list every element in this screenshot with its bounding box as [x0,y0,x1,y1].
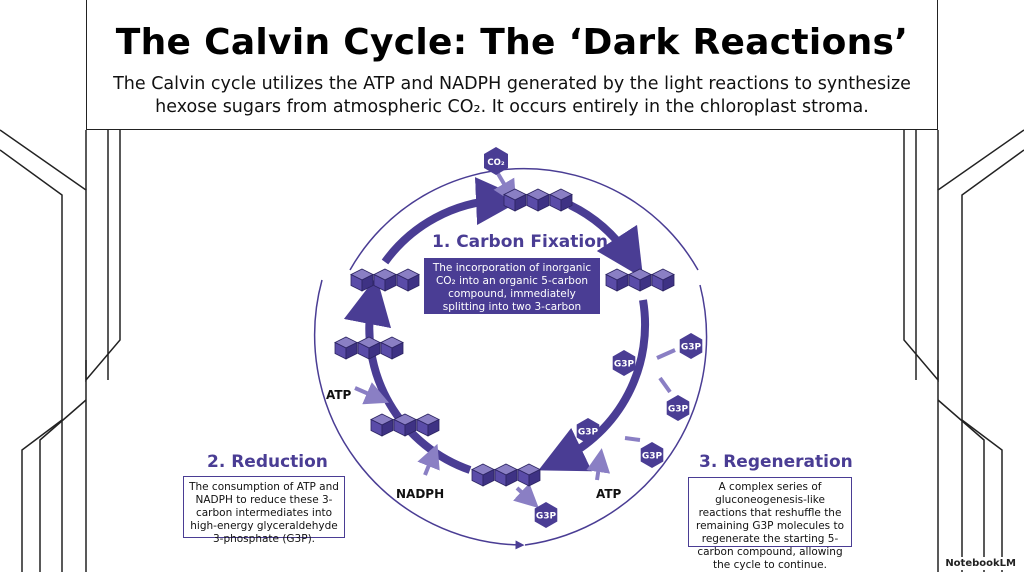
outer-ring [313,167,708,550]
fixation-description: The incorporation of inorganic CO₂ into … [424,258,600,326]
g3p-label: G3P [642,452,663,462]
chain-right [605,268,675,292]
header-panel: The Calvin Cycle: The ‘Dark Reactions’ T… [86,0,938,130]
chain-bottom [471,463,541,487]
co2-label: CO₂ [487,158,504,168]
g3p-label: G3P [614,360,635,370]
notebooklm-watermark: NotebookLM [941,557,1020,570]
reduction-title: 2. Reduction [207,452,328,472]
g3p-molecule: G3P [679,333,703,359]
page-title: The Calvin Cycle: The ‘Dark Reactions’ [115,22,909,63]
g3p-molecule: G3P [612,350,636,376]
g3p-molecule: G3P [576,418,600,444]
feeder-arrows [354,170,676,509]
g3p-molecule: G3P [640,442,664,468]
regeneration-title: 3. Regeneration [699,452,853,472]
molecule-chains [334,188,675,487]
g3p-molecules: G3P G3P G3P G3P G3P G3P [534,333,703,528]
reduction-description: The consumption of ATP and NADPH to redu… [183,476,345,545]
nadph-label: NADPH [396,487,445,501]
g3p-molecule: G3P [666,395,690,421]
chain-left [350,268,420,292]
atp-regen-label: ATP [596,487,622,501]
regeneration-description: A complex series of gluconeogenesis-like… [688,477,852,571]
chain-lower-left [370,413,440,437]
g3p-label: G3P [536,512,557,522]
g3p-label: G3P [681,343,702,353]
fixation-title: 1. Carbon Fixation [432,232,609,252]
g3p-label: G3P [578,428,599,438]
chain-top [503,188,573,212]
co2-molecule: CO₂ [484,147,508,175]
chain-mid-left [334,336,404,360]
atp-label: ATP [326,388,352,402]
page-subtitle: The Calvin cycle utilizes the ATP and NA… [113,74,911,117]
cycle-arrows [343,177,649,474]
g3p-molecule: G3P [534,502,558,528]
g3p-label: G3P [668,405,689,415]
